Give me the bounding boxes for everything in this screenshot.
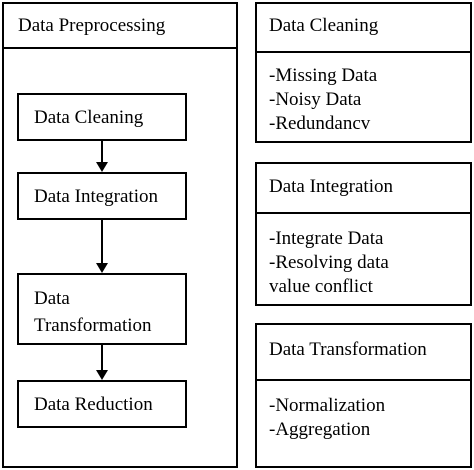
step-data-transformation-label: Data Transformation <box>34 288 152 336</box>
transformation-list-box: -Normalization -Aggregation <box>255 379 472 468</box>
step-data-integration-box: Data Integration <box>17 172 187 220</box>
arrow-head-1 <box>96 162 108 172</box>
cleaning-list-box: -Missing Data -Noisy Data -Redundancv <box>255 51 472 143</box>
integration-title: Data Integration <box>269 176 393 197</box>
arrow-head-3 <box>96 370 108 380</box>
cleaning-title-box: Data Cleaning <box>255 2 472 53</box>
integration-list: -Integrate Data -Resolving data value co… <box>269 227 389 299</box>
transformation-list: -Normalization -Aggregation <box>269 394 385 442</box>
integration-item-integrate: -Integrate Data <box>269 228 384 249</box>
cleaning-list: -Missing Data -Noisy Data -Redundancv <box>269 64 377 136</box>
step-data-reduction-box: Data Reduction <box>17 380 187 428</box>
step-data-integration-label: Data Integration <box>34 186 158 207</box>
step-data-reduction-label: Data Reduction <box>34 394 153 415</box>
transformation-title-box: Data Transformation <box>255 323 472 381</box>
cleaning-item-redundancy: -Redundancv <box>269 113 371 134</box>
arrow-line-2 <box>101 220 103 264</box>
cleaning-item-noisy: -Noisy Data <box>269 89 362 110</box>
arrow-line-3 <box>101 345 103 371</box>
integration-title-box: Data Integration <box>255 162 472 214</box>
integration-item-conflict: value conflict <box>269 276 373 297</box>
preprocessing-title-box: Data Preprocessing <box>2 2 238 49</box>
arrow-head-2 <box>96 263 108 273</box>
cleaning-title: Data Cleaning <box>269 15 379 36</box>
step-data-cleaning-box: Data Cleaning <box>17 93 187 141</box>
transformation-item-aggregation: -Aggregation <box>269 419 371 440</box>
cleaning-item-missing: -Missing Data <box>269 65 378 86</box>
integration-item-resolving: -Resolving data <box>269 252 389 273</box>
preprocessing-title: Data Preprocessing <box>18 15 166 36</box>
integration-list-box: -Integrate Data -Resolving data value co… <box>255 212 472 306</box>
transformation-item-normalization: -Normalization <box>269 395 386 416</box>
step-data-transformation-box: Data Transformation <box>17 273 187 345</box>
step-data-cleaning-label: Data Cleaning <box>34 107 144 128</box>
arrow-line-1 <box>101 141 103 163</box>
transformation-title: Data Transformation <box>269 339 427 360</box>
